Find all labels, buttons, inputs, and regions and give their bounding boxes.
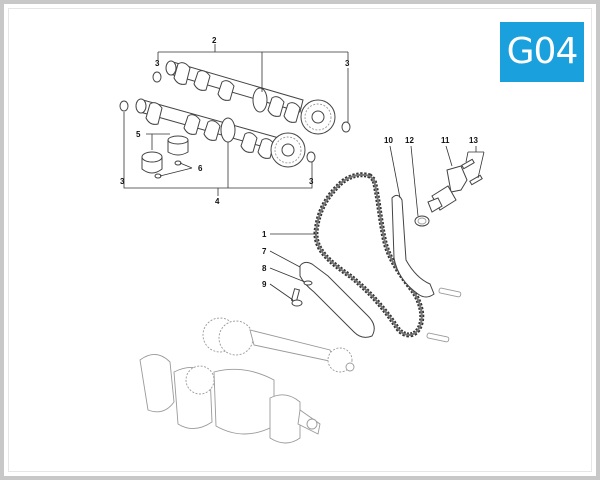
tensioner-slider[interactable] [299,261,375,338]
section-code-badge: G04 [500,22,584,82]
callout-10[interactable]: 10 [384,136,393,145]
plug-lower-right[interactable] [306,151,316,163]
dowel-pin-1[interactable] [438,287,462,298]
callout-8[interactable]: 8 [262,264,267,273]
callout-3-lower-right[interactable]: 3 [309,177,314,186]
plug-upper-right[interactable] [341,121,351,133]
callout-7[interactable]: 7 [262,247,267,256]
callout-13[interactable]: 13 [469,136,478,145]
pivot-bolt[interactable] [290,288,303,307]
plug-upper-left[interactable] [152,71,162,83]
plug-lower-left[interactable] [119,100,129,112]
tensioner-bolts[interactable] [461,158,483,186]
exhaust-camshaft[interactable] [165,60,336,135]
tappet-buckets[interactable] [141,135,189,174]
callout-2[interactable]: 2 [212,36,217,45]
callout-5[interactable]: 5 [136,130,141,139]
callout-3-upper-left[interactable]: 3 [155,59,160,68]
callout-6[interactable]: 6 [198,164,203,173]
callout-9[interactable]: 9 [262,280,267,289]
chain-tensioner[interactable] [427,165,468,213]
timing-chain[interactable] [313,172,425,338]
balance-shaft [202,317,355,373]
callout-1[interactable]: 1 [262,230,267,239]
callout-11[interactable]: 11 [441,136,450,145]
callout-12[interactable]: 12 [405,136,414,145]
crankshaft [139,354,321,444]
intake-camshaft[interactable] [135,98,306,168]
callout-4[interactable]: 4 [215,197,220,206]
dowel-pin-2[interactable] [426,332,450,343]
callout-3-lower-left[interactable]: 3 [120,177,125,186]
washer[interactable] [303,280,313,286]
frame-inner-border [8,8,592,472]
callout-3-upper-right[interactable]: 3 [345,59,350,68]
chain-guide[interactable] [391,194,435,298]
